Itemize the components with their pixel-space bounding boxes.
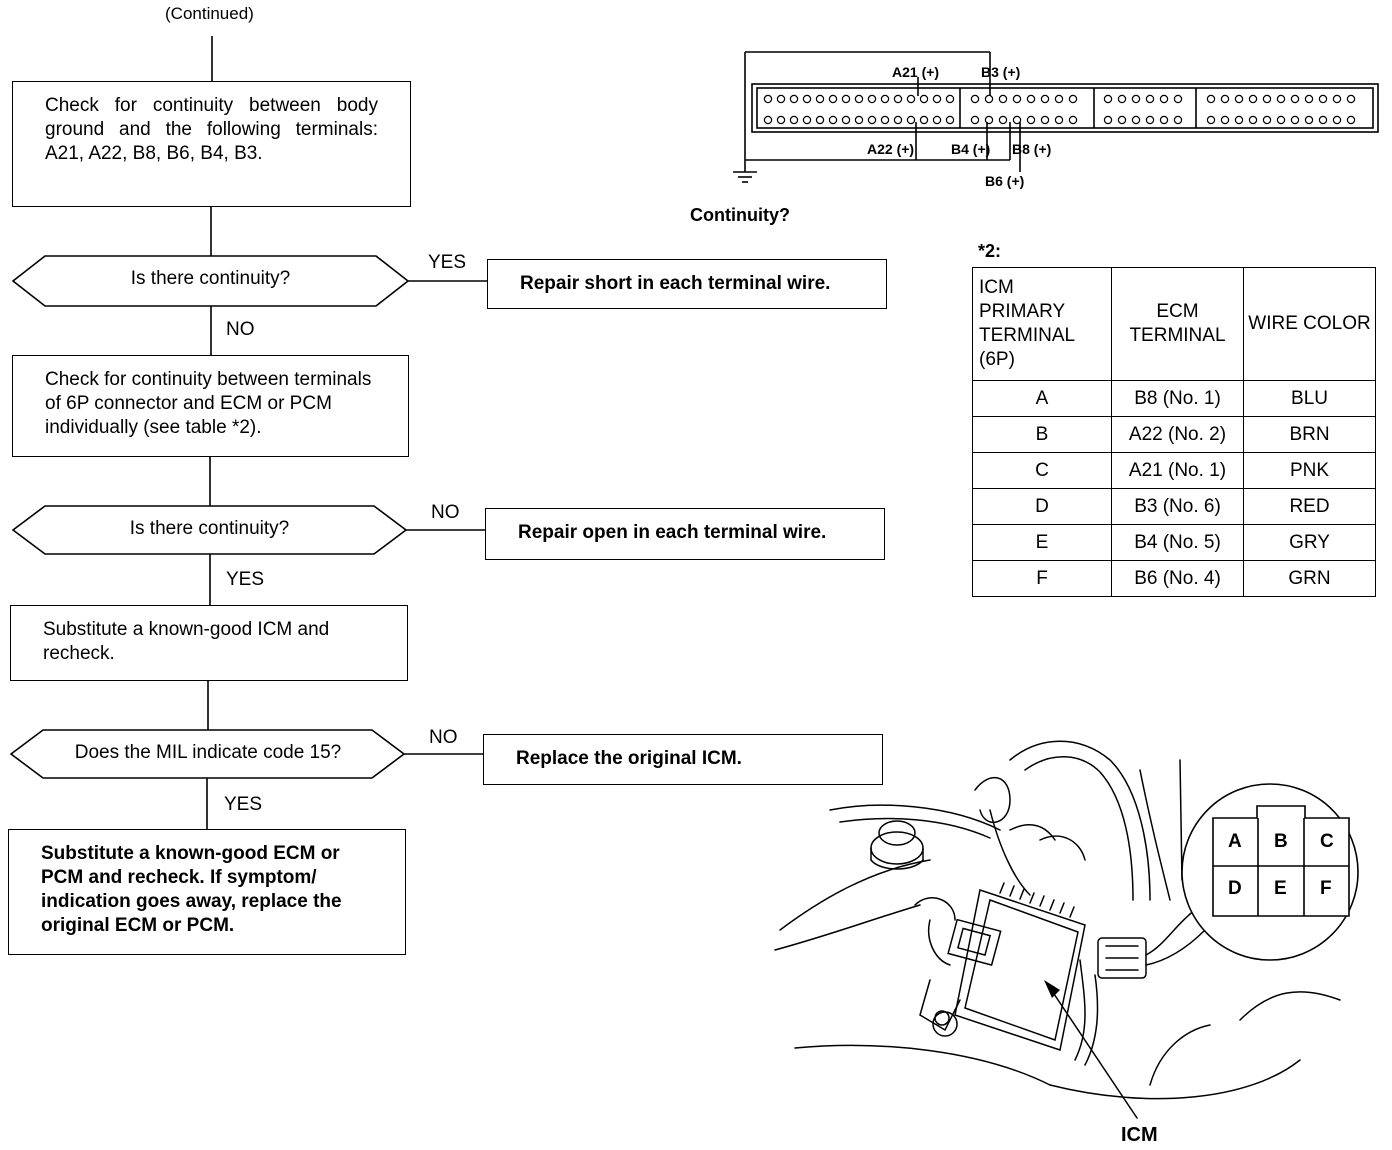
terminal-table: ICM PRIMARY TERMINAL (6P) ECM TERMINAL W…: [972, 267, 1376, 597]
table-cell: GRY: [1243, 524, 1376, 561]
table-header-ecm-text: ECM TERMINAL: [1129, 301, 1226, 346]
step1-text: Check for continuity between body ground…: [45, 95, 378, 164]
r1-text: Repair short in each terminal wire.: [520, 273, 831, 294]
step4-box: Substitute a known-good ECM or PCM and r…: [8, 829, 406, 955]
q1-no-label: NO: [226, 319, 255, 340]
q1-text: Is there continuity?: [130, 268, 291, 289]
continued-label: (Continued): [165, 4, 254, 23]
table-cell: B4 (No. 5): [1111, 524, 1244, 561]
step4-text: Substitute a known-good ECM or PCM and r…: [41, 843, 342, 936]
step2-text: Check for continuity between terminals o…: [45, 369, 372, 438]
table-cell: B3 (No. 6): [1111, 488, 1244, 525]
r1-box: Repair short in each terminal wire.: [487, 259, 887, 309]
table-cell: F: [972, 560, 1112, 597]
step3-text: Substitute a known-good ICM and recheck.: [43, 619, 330, 664]
r3-text: Replace the original ICM.: [516, 748, 742, 769]
pin-b: B: [1274, 831, 1288, 852]
table-row: A B8 (No. 1) BLU: [972, 380, 1376, 417]
q2-text: Is there continuity?: [129, 518, 290, 539]
r3-box: Replace the original ICM.: [483, 734, 883, 785]
r2-box: Repair open in each terminal wire.: [485, 508, 885, 560]
table-ref: *2:: [978, 241, 1002, 261]
icm-label: ICM: [1121, 1124, 1158, 1146]
continuity-caption: Continuity?: [690, 205, 790, 225]
table-header-icm-text: ICM PRIMARY TERMINAL (6P): [979, 277, 1075, 370]
table-cell: D: [972, 488, 1112, 525]
pin-f: F: [1320, 878, 1332, 899]
b6-label: B6 (+): [985, 173, 1025, 189]
table-row: D B3 (No. 6) RED: [972, 488, 1376, 525]
pin-a: A: [1228, 831, 1242, 852]
q2-yes-label: YES: [226, 569, 265, 590]
b3-label: B3 (+): [981, 64, 1021, 80]
step2-box: Check for continuity between terminals o…: [12, 355, 409, 457]
table-row: E B4 (No. 5) GRY: [972, 524, 1376, 561]
q1-yes-label: YES: [428, 252, 467, 273]
step3-box: Substitute a known-good ICM and recheck.: [10, 605, 408, 681]
table-cell: A21 (No. 1): [1111, 452, 1244, 489]
table-header-ecm: ECM TERMINAL: [1111, 267, 1244, 381]
table-cell: E: [972, 524, 1112, 561]
table-header-wire-text: WIRE COLOR: [1248, 313, 1371, 334]
b8-label: B8 (+): [1012, 141, 1052, 157]
q3-text: Does the MIL indicate code 15?: [74, 742, 342, 763]
a21-label: A21 (+): [892, 64, 940, 80]
a22-label: A22 (+): [867, 141, 915, 157]
b4-label: B4 (+): [951, 141, 991, 157]
table-cell: BLU: [1243, 380, 1376, 417]
step1-box: Check for continuity between body ground…: [12, 81, 411, 207]
table-cell: B: [972, 416, 1112, 453]
table-cell: GRN: [1243, 560, 1376, 597]
q3-yes-label: YES: [224, 794, 263, 815]
q2-no-label: NO: [431, 502, 460, 523]
table-cell: RED: [1243, 488, 1376, 525]
table-row: F B6 (No. 4) GRN: [972, 560, 1376, 597]
pin-e: E: [1274, 878, 1287, 899]
pin-c: C: [1320, 831, 1334, 852]
pin-d: D: [1228, 878, 1242, 899]
q3-no-label: NO: [429, 727, 458, 748]
table-cell: B6 (No. 4): [1111, 560, 1244, 597]
table-cell: BRN: [1243, 416, 1376, 453]
table-row: B A22 (No. 2) BRN: [972, 416, 1376, 453]
table-header-row: ICM PRIMARY TERMINAL (6P) ECM TERMINAL W…: [972, 267, 1376, 381]
r2-text: Repair open in each terminal wire.: [518, 522, 827, 543]
